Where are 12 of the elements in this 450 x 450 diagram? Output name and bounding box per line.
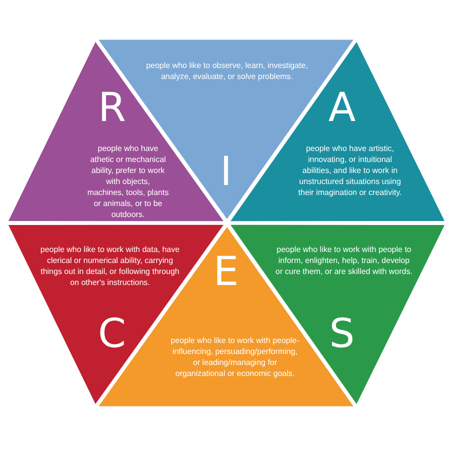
description-text: people who like to observe, learn, investigate, analyze, evaluate, or solve problems. (145, 60, 309, 82)
type-letter: A (328, 86, 356, 130)
type-letter: S (329, 312, 355, 356)
type-letter: I (220, 150, 232, 194)
description-text: people who like to work with people to inform, enlighten, help, train, develop or cure them, or are skilled with words. (274, 244, 414, 277)
type-letter: E (213, 250, 239, 294)
type-letter: R (98, 86, 126, 130)
description-text: people who have artistic, innovating, or intuitional abilities, and like to work in unstructured situations using their imagination or creativity. (297, 143, 403, 198)
description-text: people who have athetic or mechanical ability, prefer to work with objects, machines, tools, plants or animals, or to be outdoors. (87, 143, 169, 220)
description-text: people who like to work with data, have clerical or numerical ability, carrying things out in detail, or following through on other's instructions. (40, 244, 180, 288)
type-letter: C (98, 312, 126, 356)
description-text: people who like to work with people-influencing, persuading/performing, or leading/managing for organizational or economic goals. (170, 335, 300, 379)
